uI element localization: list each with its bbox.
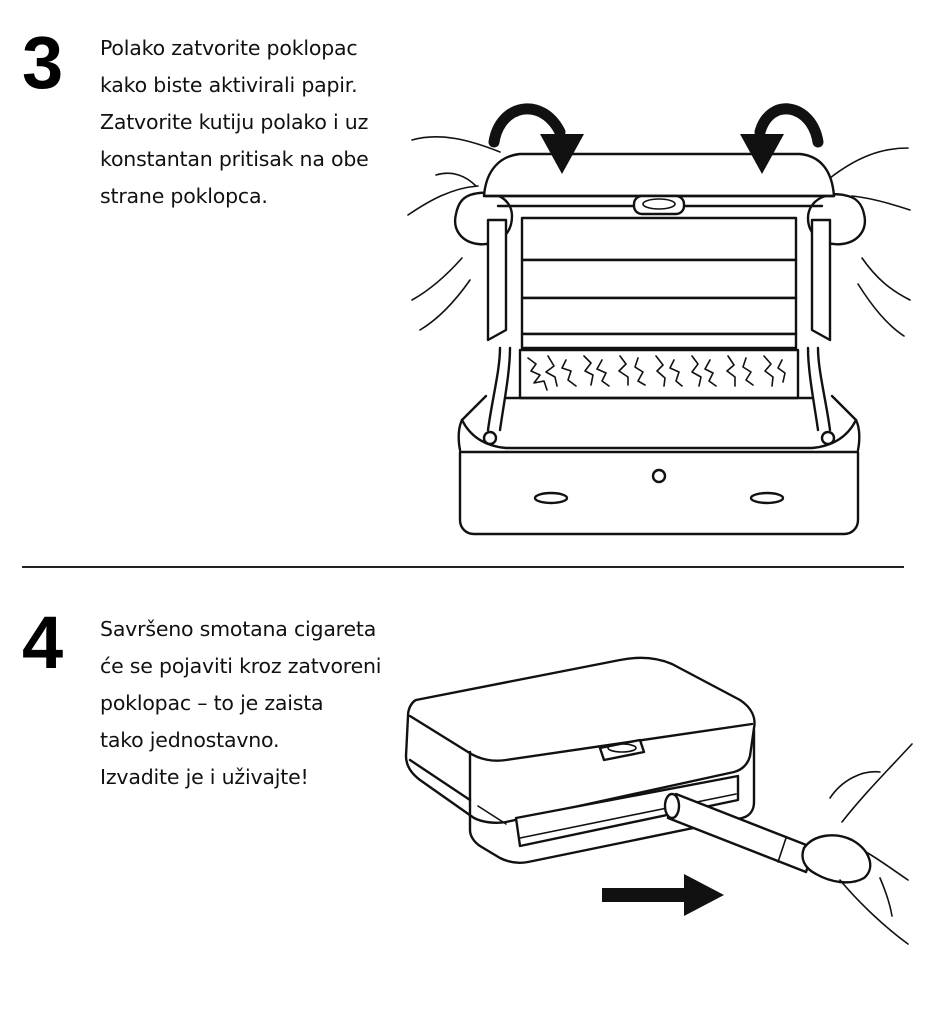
- step-3-line: konstantan pritisak na obe: [100, 141, 369, 178]
- pulling-hand-illustration: [803, 744, 913, 944]
- open-lid: [484, 154, 834, 214]
- section-divider: [22, 566, 904, 568]
- step-3-line: kako biste aktivirali papir.: [100, 67, 369, 104]
- step-4-line: tako jednostavno.: [100, 722, 381, 759]
- step-3-line: Polako zatvorite poklopac: [100, 30, 369, 67]
- cigarette: [665, 794, 814, 872]
- step-4-line: Savršeno smotana cigareta: [100, 611, 381, 648]
- step-3-illustration: [400, 80, 920, 550]
- step-4-number: 4: [22, 606, 63, 680]
- step-3-number: 3: [22, 26, 63, 100]
- step-4-line: poklopac – to je zaista: [100, 685, 381, 722]
- step-3-instructions: Polako zatvorite poklopac kako biste akt…: [100, 30, 369, 215]
- step-3-line: strane poklopca.: [100, 178, 369, 215]
- box-interior: [484, 218, 834, 444]
- box-base: [459, 396, 860, 534]
- step-4-line: će se pojaviti kroz zatvoreni: [100, 648, 381, 685]
- step-4-instructions: Savršeno smotana cigareta će se pojaviti…: [100, 611, 381, 796]
- step-4-illustration: [400, 640, 920, 960]
- step-4-line: Izvadite je i uživajte!: [100, 759, 381, 796]
- right-arrow-icon: [602, 874, 724, 916]
- step-3-line: Zatvorite kutiju polako i uz: [100, 104, 369, 141]
